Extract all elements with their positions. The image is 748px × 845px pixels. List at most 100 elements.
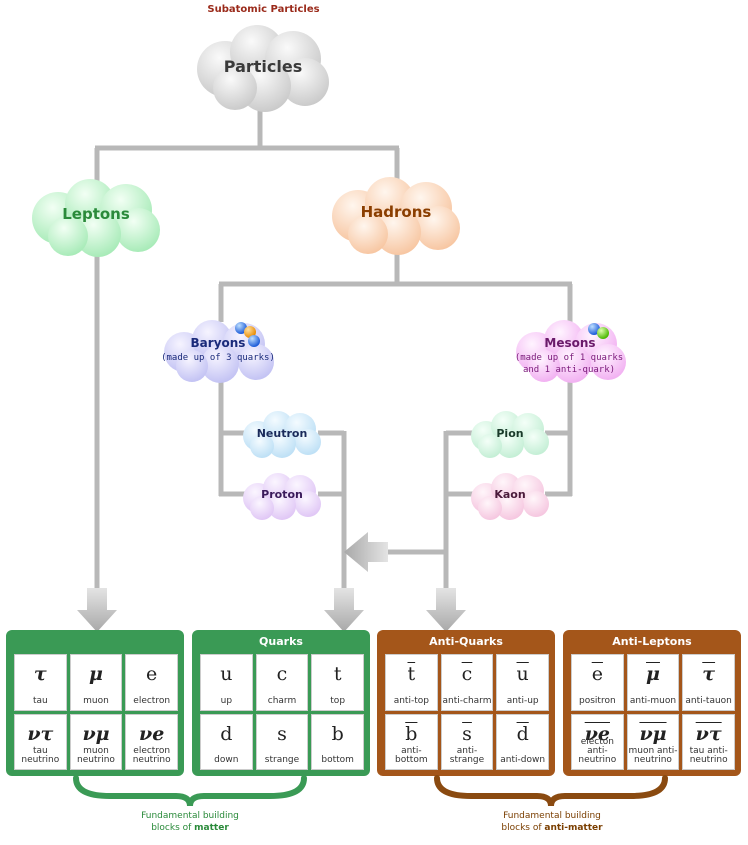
particle-cell: u up (200, 654, 253, 711)
particle-name: anti-down (500, 755, 546, 765)
particle-symbol: s (277, 722, 287, 745)
leptons-label: Leptons (62, 205, 130, 223)
particle-name: anti-top (393, 695, 429, 706)
particle-name: muon neutrino (77, 746, 115, 765)
particle-name: bottom (321, 755, 354, 765)
diagram-title: Subatomic Particles (207, 4, 320, 15)
particle-symbol: c (276, 663, 288, 685)
particle-name: positron (579, 695, 616, 706)
particle-symbol: νμ (82, 722, 110, 745)
cloud-shape-mint (471, 411, 549, 458)
particles-label: Particles (223, 57, 303, 76)
matter-caption: Fundamental building blocks of matter (110, 810, 270, 834)
particle-name: anti-tauon (685, 695, 732, 706)
particle-symbol: s (462, 722, 472, 745)
particles-node: Particles (195, 24, 331, 112)
particle-symbol: t (333, 663, 342, 685)
particle-cell: s strange (255, 713, 309, 770)
matter-caption-prefix: blocks of (151, 823, 195, 833)
matter-brace (73, 775, 668, 807)
particle-symbol: e (591, 663, 603, 685)
arrow-down-leptons (77, 588, 117, 632)
antimatter-caption-line2: blocks of anti-matter (472, 822, 632, 834)
pion-node: Pion (468, 408, 552, 460)
hadrons-label: Hadrons (360, 203, 432, 221)
antimatter-caption: Fundamental building blocks of anti-matt… (472, 810, 632, 834)
particle-name: anti-strange (449, 746, 485, 765)
proton-label: Proton (261, 488, 303, 501)
baryons-description: (made up of 3 quarks) (161, 353, 275, 363)
particle-name: tau neutrino (21, 746, 60, 765)
particle-symbol: μ (89, 663, 103, 685)
particle-name: muon anti-neutrino (628, 746, 678, 765)
matter-caption-line1: Fundamental building (141, 811, 239, 821)
particle-symbol: b (405, 722, 418, 745)
particle-symbol: ντ (695, 722, 722, 745)
particle-symbol: d (220, 722, 233, 745)
particle-symbol: νμ (639, 722, 667, 745)
baryons-label: Baryons (190, 336, 246, 350)
particle-name: up (220, 695, 233, 706)
baryons-node: Baryons (160, 318, 276, 384)
cloud-shape-grey (197, 25, 329, 112)
cloud-shape-pink (516, 320, 626, 383)
neutron-node: Neutron (240, 408, 324, 460)
antimatter-caption-line1: Fundamental building (503, 811, 601, 821)
pion-label: Pion (496, 427, 524, 440)
particle-symbol: νe (584, 722, 610, 745)
particle-name: top (330, 695, 346, 706)
particle-symbol: e (146, 663, 158, 685)
panel-title: Anti-Leptons (612, 635, 692, 648)
hadrons-node: Hadrons (328, 176, 464, 256)
cloud-shape-rose (471, 473, 549, 520)
particle-name: strange (264, 755, 300, 765)
mesons-node: Mesons (512, 318, 628, 384)
particle-cell: e positron (571, 654, 624, 711)
kaon-label: Kaon (494, 488, 526, 501)
antimatter-caption-bold: anti-matter (544, 823, 603, 833)
proton-node: Proton (240, 470, 324, 522)
particle-name: tau (32, 695, 48, 706)
cloud-shape-lilac (243, 473, 321, 520)
particle-symbol: ντ (27, 722, 54, 745)
meson-balls-icon (588, 323, 609, 339)
particle-cell: t top (311, 654, 364, 711)
leptons-node: Leptons (28, 178, 164, 258)
particle-symbol: u (220, 663, 233, 685)
arrow-down-quarks (324, 588, 364, 632)
kaon-node: Kaon (468, 470, 552, 522)
cloud-shape-peach (332, 177, 460, 255)
particle-name: electron neutrino (132, 746, 171, 765)
cloud-shape-green (32, 179, 160, 257)
particle-name: muon (83, 695, 109, 706)
particle-symbol: c (461, 663, 473, 685)
matter-caption-line2: blocks of matter (110, 822, 270, 834)
mesons-description-line2: and 1 anti-quark) (522, 365, 616, 375)
panel-title: Anti-Quarks (429, 635, 503, 648)
antimatter-caption-prefix: blocks of (501, 823, 545, 833)
particle-name: electon anti-neutrino (578, 737, 617, 765)
panel-title: Quarks (259, 635, 303, 648)
particle-symbol: μ (646, 663, 660, 685)
cloud-shape-lightblue (243, 411, 321, 458)
particle-cell: μ muon (69, 654, 123, 711)
